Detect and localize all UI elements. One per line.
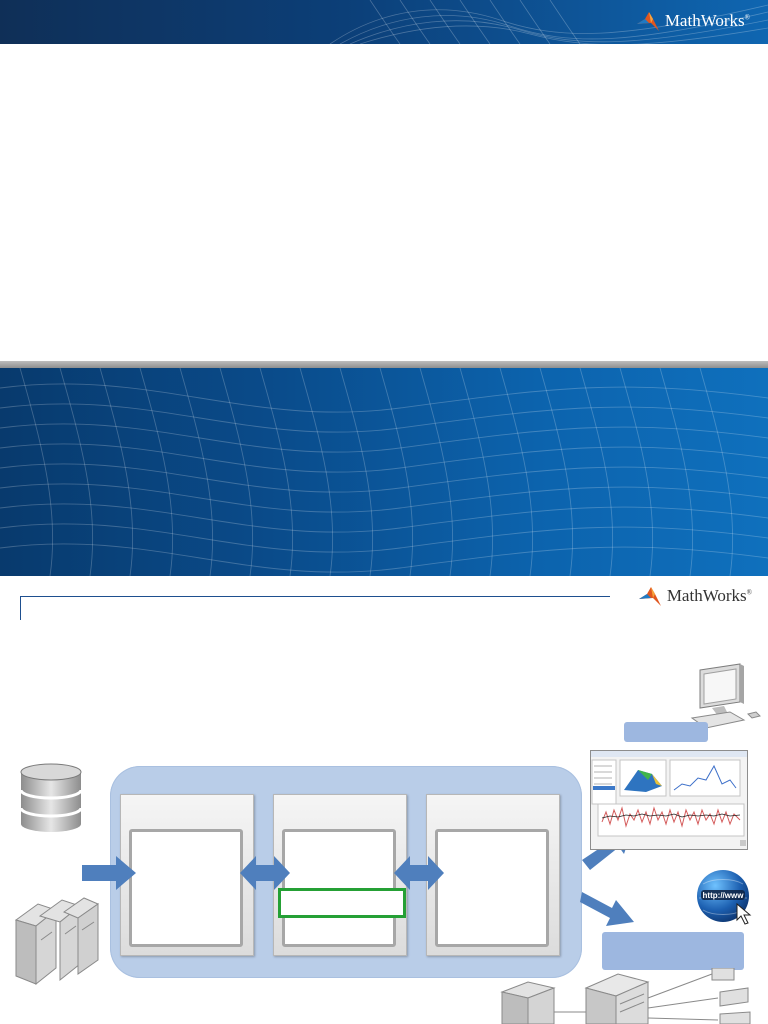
highlighted-step xyxy=(278,888,406,918)
stage-1-content xyxy=(129,829,243,947)
logo-text: MathWorks xyxy=(664,11,745,30)
server-rack-icon xyxy=(14,897,100,986)
membrane-logo-icon xyxy=(636,12,659,31)
web-label-box xyxy=(602,932,744,970)
registered-mark: ® xyxy=(746,588,752,597)
bottom-banner xyxy=(0,368,768,576)
web-globe-icon: http://www xyxy=(697,870,752,925)
registered-mark: ® xyxy=(744,13,750,22)
double-arrow-icon xyxy=(240,856,290,890)
stage-3-content xyxy=(435,829,549,947)
membrane-logo-icon xyxy=(638,587,661,606)
mathworks-logo: MathWorks® xyxy=(636,10,750,32)
mathworks-logo: MathWorks® xyxy=(638,585,752,607)
double-arrow-icon xyxy=(394,856,444,890)
database-icon xyxy=(19,763,83,832)
header-wave-pattern xyxy=(329,0,768,44)
separator-bar xyxy=(0,361,768,368)
banner-wave-pattern xyxy=(0,368,768,576)
title-bracket xyxy=(20,596,21,620)
svg-text:http://www: http://www xyxy=(703,891,745,900)
network-servers-icon xyxy=(500,968,751,1024)
stage-3-box xyxy=(426,794,560,956)
title-underline xyxy=(20,596,610,597)
desktop-computer-icon xyxy=(690,663,761,729)
logo-text: MathWorks xyxy=(666,586,747,605)
slide-header-bar: MathWorks® xyxy=(0,0,768,44)
app-screenshot-icon xyxy=(590,750,748,850)
stage-2-box xyxy=(273,794,407,956)
title-slide: MathWorks® xyxy=(0,0,768,576)
input-arrow-icon xyxy=(82,856,136,890)
diagram-slide: MathWorks® xyxy=(0,576,768,1024)
output-arrow-down-icon xyxy=(580,892,634,926)
desktop-label-box xyxy=(624,722,708,742)
stage-1-box xyxy=(120,794,254,956)
